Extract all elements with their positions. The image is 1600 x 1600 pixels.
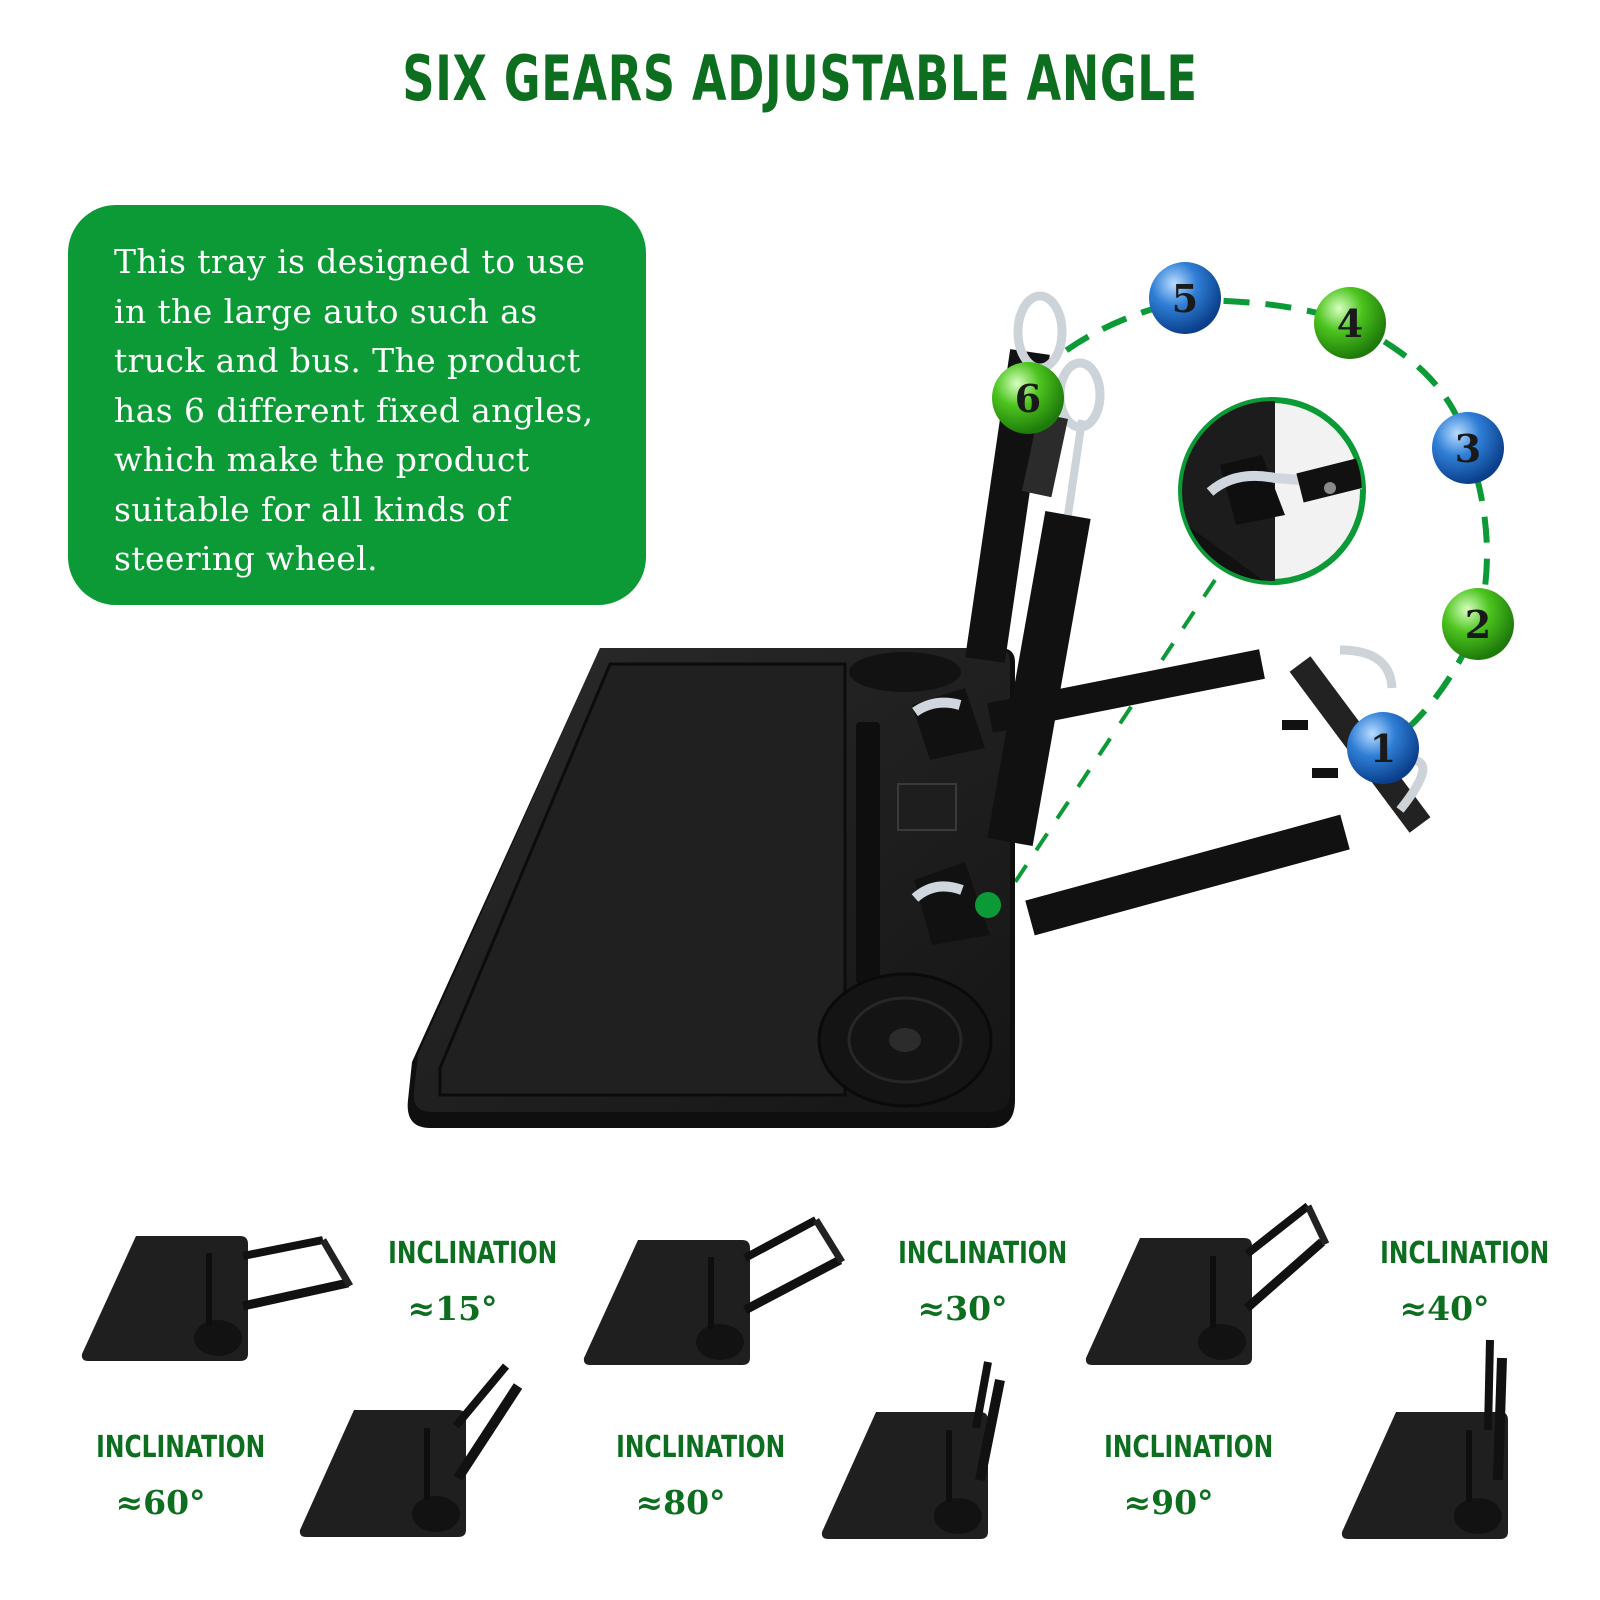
hinge-zoom-detail bbox=[1178, 397, 1366, 585]
inclination-15-label: INCLINATION ≈15° bbox=[370, 1236, 558, 1328]
gear-3: 3 bbox=[1432, 412, 1504, 484]
inclination-angle: ≈80° bbox=[635, 1483, 726, 1522]
inclination-word: INCLINATION bbox=[388, 1236, 558, 1271]
gear-5-number: 5 bbox=[1172, 276, 1198, 321]
inclination-word: INCLINATION bbox=[1380, 1236, 1550, 1271]
inclination-60-label: INCLINATION ≈60° bbox=[78, 1430, 266, 1522]
inclination-angle: ≈30° bbox=[917, 1289, 1008, 1328]
thumb-15 bbox=[81, 1236, 354, 1361]
thumb-30 bbox=[583, 1216, 845, 1365]
inclination-40-label: INCLINATION ≈40° bbox=[1362, 1236, 1550, 1328]
tray-board bbox=[407, 648, 1015, 1128]
inclination-angle: ≈40° bbox=[1399, 1289, 1490, 1328]
gear-1: 1 bbox=[1347, 712, 1419, 784]
inclination-90-label: INCLINATION ≈90° bbox=[1086, 1430, 1274, 1522]
gear-3-number: 3 bbox=[1455, 426, 1481, 471]
gear-6: 6 bbox=[992, 362, 1064, 434]
gear-2-number: 2 bbox=[1465, 602, 1491, 647]
page-title: SIX GEARS ADJUSTABLE ANGLE bbox=[402, 42, 1198, 115]
thumb-90 bbox=[1341, 1339, 1508, 1539]
inclination-30-label: INCLINATION ≈30° bbox=[880, 1236, 1068, 1328]
thumb-40 bbox=[1085, 1202, 1330, 1365]
thumb-60 bbox=[299, 1363, 523, 1537]
inclination-angle: ≈15° bbox=[407, 1289, 498, 1328]
inclination-word: INCLINATION bbox=[898, 1236, 1068, 1271]
inclination-angle: ≈90° bbox=[1123, 1483, 1214, 1522]
thumb-80 bbox=[821, 1361, 1005, 1539]
gear-1-number: 1 bbox=[1370, 726, 1396, 771]
gear-4-number: 4 bbox=[1337, 301, 1363, 346]
pivot-point-marker bbox=[975, 892, 1001, 918]
inclination-word: INCLINATION bbox=[96, 1430, 266, 1465]
gear-4: 4 bbox=[1314, 287, 1386, 359]
gear-arc-path bbox=[1005, 296, 1490, 751]
zoom-connector-line bbox=[998, 578, 1217, 907]
tray-arm-extended bbox=[987, 645, 1431, 936]
inclination-word: INCLINATION bbox=[1104, 1430, 1274, 1465]
inclination-word: INCLINATION bbox=[616, 1430, 786, 1465]
gear-6-number: 6 bbox=[1015, 376, 1041, 421]
inclination-angle: ≈60° bbox=[115, 1483, 206, 1522]
inclination-80-label: INCLINATION ≈80° bbox=[598, 1430, 786, 1522]
description-text: This tray is designed to use in the larg… bbox=[114, 242, 594, 578]
gear-2: 2 bbox=[1442, 588, 1514, 660]
description-box: This tray is designed to use in the larg… bbox=[68, 205, 646, 605]
gear-5: 5 bbox=[1149, 262, 1221, 334]
